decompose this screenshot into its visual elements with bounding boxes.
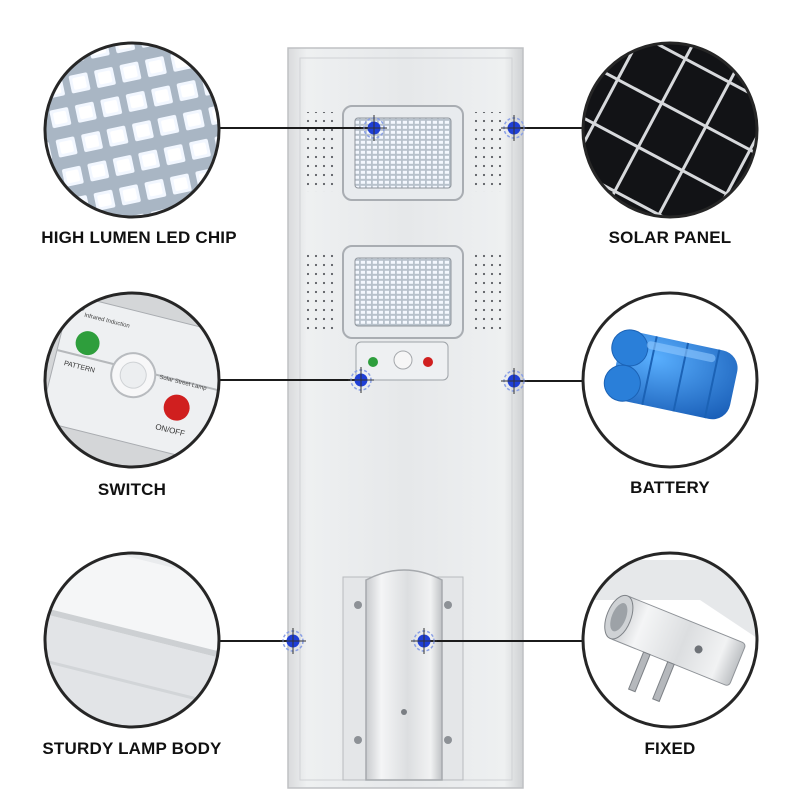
switch-box-small: [355, 341, 449, 381]
led-module-top: [342, 105, 464, 201]
label-switch: SWITCH: [97, 480, 167, 499]
pole-bracket: [342, 569, 464, 781]
pole-clamp-icon: [604, 594, 746, 703]
marker-battery-icon: [501, 368, 527, 394]
label-lamp-body: STURDY LAMP BODY: [42, 739, 222, 758]
label-fixed: FIXED: [644, 739, 696, 758]
led-module-bottom: [342, 245, 464, 339]
marker-switch-icon: [348, 367, 374, 393]
marker-fixed-icon: [411, 628, 437, 654]
label-battery: BATTERY: [630, 478, 710, 497]
marker-solar-panel-icon: [501, 115, 527, 141]
lamp-body-detail: [43, 551, 221, 729]
battery-icon: [603, 329, 738, 420]
switch-detail: Infrared Induction Solar Street Lamp PAT…: [43, 291, 221, 469]
label-led-chip: HIGH LUMEN LED CHIP: [41, 228, 237, 247]
label-solar-panel: SOLAR PANEL: [608, 228, 732, 247]
red-button-icon: [163, 394, 190, 421]
solar-panel-detail: [581, 41, 759, 219]
battery-detail: [581, 291, 759, 469]
target-markers: [280, 115, 527, 654]
green-button-icon: [75, 331, 100, 356]
fixed-detail: [581, 551, 759, 729]
marker-led-chip-icon: [361, 115, 387, 141]
vent-dots: [305, 112, 502, 330]
marker-lamp-body-icon: [280, 628, 306, 654]
